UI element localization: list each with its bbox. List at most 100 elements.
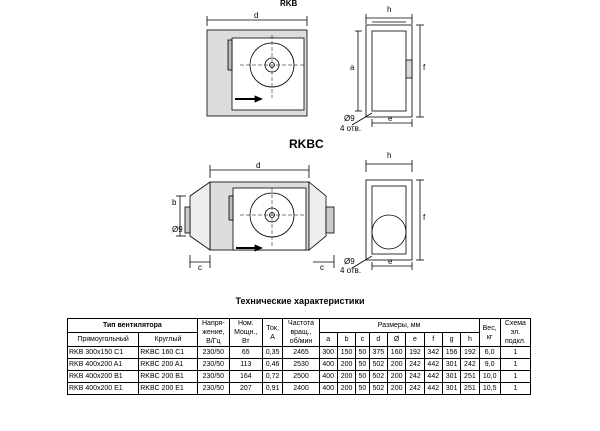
table-title: Технические характеристики — [235, 296, 365, 306]
dim-phi-rkbc: Ø9 — [344, 257, 355, 266]
table-cell: 9,0 — [478, 358, 501, 371]
dim-f-rkbc: f — [423, 213, 426, 222]
dim-e-rkbc: e — [388, 257, 393, 266]
table-cell: 2500 — [282, 370, 320, 383]
dim-d-rkbc: d — [256, 161, 260, 170]
table-cell: 113 — [228, 358, 263, 371]
dim-holes-rkbc: 4 отв. — [340, 266, 361, 275]
table-cell: 65 — [228, 346, 263, 359]
table-cell: 200 — [386, 382, 407, 395]
table-cell: 0,72 — [261, 370, 284, 383]
table-cell: 50 — [355, 370, 370, 383]
speed-header: Частота вращ., об/мин — [282, 318, 320, 347]
table-cell: 502 — [368, 382, 388, 395]
table-cell: 200 — [336, 382, 357, 395]
dim-col: d — [368, 332, 388, 347]
table-cell: 230/50 — [196, 346, 230, 359]
dims-header: Размеры, мм — [318, 318, 480, 333]
table-cell: RKB 400x200 B1 — [66, 370, 140, 383]
dim-f-rkb: f — [423, 63, 426, 72]
dim-col: e — [405, 332, 425, 347]
table-cell: 230/50 — [196, 358, 230, 371]
table-cell: 200 — [386, 370, 407, 383]
table-cell: 230/50 — [196, 382, 230, 395]
table-cell: 2465 — [282, 346, 320, 359]
table-cell: 207 — [228, 382, 263, 395]
dim-col: f — [423, 332, 443, 347]
table-cell: 10,5 — [478, 382, 501, 395]
rkbc-side-view — [351, 160, 424, 270]
table-cell: RKB 300x150 C1 — [66, 346, 140, 359]
dim-col: a — [318, 332, 338, 347]
table-cell: RKBC 200 B1 — [138, 370, 198, 383]
round-header: Круглый — [138, 332, 198, 347]
table-cell: 200 — [386, 358, 407, 371]
technical-drawings: RKB d h a f e Ø9 4 отв. d b Ø9 c c h f e… — [172, 0, 426, 275]
table-cell: 502 — [368, 358, 388, 371]
current-header: Ток, А — [261, 318, 284, 347]
table-cell: 10,0 — [478, 370, 501, 383]
dim-h-rkbc: h — [387, 151, 391, 160]
table-cell: RKB 400x200 A1 — [66, 358, 140, 371]
table-cell: 1 — [499, 346, 532, 359]
table-cell: 0,35 — [261, 346, 284, 359]
dim-d-rkb: d — [254, 11, 258, 20]
dim-phi-rkb: Ø9 — [344, 114, 355, 123]
table-cell: 192 — [405, 346, 425, 359]
table-cell: 442 — [423, 382, 443, 395]
table-cell: 200 — [336, 370, 357, 383]
dim-col: h — [460, 332, 480, 347]
table-cell: 50 — [355, 346, 370, 359]
dim-phi-front-rkbc: Ø9 — [172, 225, 183, 234]
table-cell: 301 — [441, 358, 462, 371]
rkb-side-view — [351, 14, 424, 127]
table-cell: RKBC 160 C1 — [138, 346, 198, 359]
spec-table: Тип вентилятора Напря- жение, В/Гц Ном. … — [66, 318, 532, 395]
dim-c-right-rkbc: c — [320, 263, 324, 272]
table-cell: 160 — [386, 346, 407, 359]
dim-e-rkb: e — [388, 114, 393, 123]
table-cell: RKB 400x200 E1 — [66, 382, 140, 395]
rkb-title: RKB — [280, 0, 298, 8]
table-cell: 1 — [499, 370, 532, 383]
table-cell: 400 — [318, 358, 338, 371]
table-cell: 301 — [441, 382, 462, 395]
table-cell: RKBC 200 E1 — [138, 382, 198, 395]
voltage-header: Напря- жение, В/Гц — [196, 318, 230, 347]
table-cell: 502 — [368, 370, 388, 383]
table-cell: 150 — [336, 346, 357, 359]
dim-c-left-rkbc: c — [198, 263, 202, 272]
table-cell: 0,46 — [261, 358, 284, 371]
scheme-header: Схема эл. подкл. — [499, 318, 532, 347]
dim-b-rkbc: b — [172, 198, 177, 207]
table-cell: 2530 — [282, 358, 320, 371]
table-cell: 242 — [405, 358, 425, 371]
table-cell: 442 — [423, 370, 443, 383]
type-header: Тип вентилятора — [67, 318, 198, 333]
power-header: Ном. Мощн., Вт — [228, 318, 263, 347]
table-cell: 251 — [460, 370, 480, 383]
table-cell: 50 — [355, 358, 370, 371]
table-cell: 242 — [460, 358, 480, 371]
table-cell: 242 — [405, 382, 425, 395]
dim-holes-rkb: 4 отв. — [340, 124, 361, 133]
weight-header: Вес, кг — [478, 318, 501, 347]
table-cell: 400 — [318, 382, 338, 395]
rkbc-front-view — [176, 165, 335, 268]
table-cell: 6,0 — [478, 346, 501, 359]
table-cell: 164 — [228, 370, 263, 383]
table-cell: 0,91 — [261, 382, 284, 395]
table-cell: 400 — [318, 370, 338, 383]
dim-h-rkb: h — [387, 5, 391, 14]
table-cell: 50 — [355, 382, 370, 395]
table-cell: 192 — [460, 346, 480, 359]
rkbc-section-title: RKBC — [289, 137, 324, 151]
table-cell: 2400 — [282, 382, 320, 395]
dim-col: c — [355, 332, 370, 347]
table-cell: 230/50 — [196, 370, 230, 383]
dim-a-rkb: a — [350, 63, 355, 72]
